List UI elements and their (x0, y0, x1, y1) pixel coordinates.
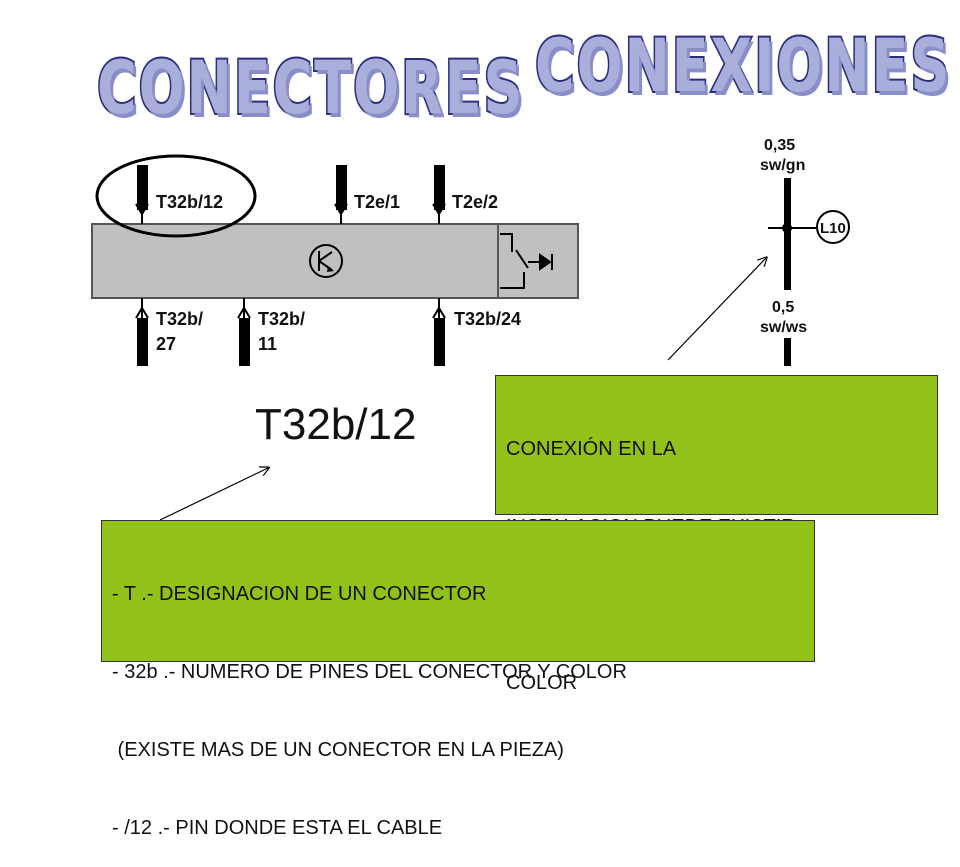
title-conectores: CONECTORES (95, 45, 525, 131)
pin-label-top-2: T2e/1 (354, 192, 400, 212)
pin-top-t2e-1 (334, 165, 348, 224)
arrow-to-junction (667, 258, 766, 361)
note-conexion-line: CONEXIÓN EN LA (506, 438, 677, 460)
pin-label-bottom-2b: 11 (258, 334, 277, 354)
example-connector-label: T32b/12 (255, 400, 417, 449)
note-conector-line: - 32b .- NUMERO DE PINES DEL CONECTOR Y … (112, 661, 627, 683)
note-conector-line: - /12 .- PIN DONDE ESTA EL CABLE (112, 817, 443, 839)
note-conector-line: (EXISTE MAS DE UN CONECTOR EN LA PIEZA) (112, 739, 564, 761)
pin-top-t2e-2 (432, 165, 446, 224)
wire-upper-size: 0,35 (764, 137, 795, 154)
pin-top-t32b-12 (135, 165, 149, 224)
wire-upper-color: sw/gn (760, 157, 805, 174)
pin-label-bottom-2a: T32b/ (258, 309, 305, 329)
note-conexion: CONEXIÓN EN LA INSTALACION,PUEDE EXISTIR… (495, 375, 938, 694)
pin-label-bottom-1a: T32b/ (156, 309, 203, 329)
wire-junction-dot (782, 223, 792, 233)
junction-label: L10 (820, 220, 846, 237)
note-conector-line: - T .- DESIGNACION DE UN CONECTOR (112, 583, 487, 605)
pin-label-bottom-1b: 27 (156, 334, 176, 354)
pin-label-top-1: T32b/12 (156, 192, 223, 212)
pin-bottom-t32b-11 (237, 298, 251, 366)
note-conector: - T .- DESIGNACION DE UN CONECTOR - 32b … (101, 520, 815, 839)
pin-bottom-t32b-27 (135, 298, 149, 366)
note-conexion-line: COLOR (506, 672, 578, 694)
pin-label-bottom-3a: T32b/24 (454, 309, 521, 329)
highlight-ellipse (95, 154, 257, 238)
title-conexiones: CONEXIONES (533, 23, 952, 109)
wire-lower-color: sw/ws (760, 319, 807, 336)
wire-lower-segment (784, 338, 791, 366)
wire-upper-segment (784, 178, 791, 290)
transistor-symbol-icon (309, 244, 343, 278)
arrow-to-label (159, 468, 268, 521)
wiring-schematic: T32b/12 T2e/1 T2e/2 T32b/ 27 T32b/ 11 T3… (91, 137, 850, 521)
switch-symbol-icon (500, 233, 553, 289)
pin-bottom-t32b-24 (432, 298, 446, 366)
pin-label-top-3: T2e/2 (452, 192, 498, 212)
wire-lower-size: 0,5 (772, 299, 794, 316)
junction-l10-icon (816, 210, 850, 244)
